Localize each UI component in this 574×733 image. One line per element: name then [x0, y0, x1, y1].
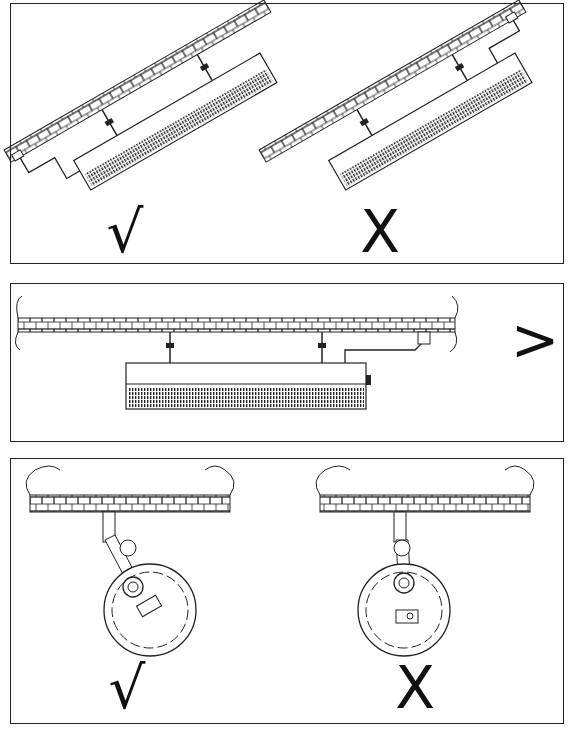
mark-symbol: X	[360, 203, 400, 261]
mark-symbol: >	[511, 311, 560, 369]
mark-symbol: X	[395, 659, 435, 717]
mark-symbol: √	[109, 659, 146, 717]
mark-symbol: √	[107, 203, 144, 261]
